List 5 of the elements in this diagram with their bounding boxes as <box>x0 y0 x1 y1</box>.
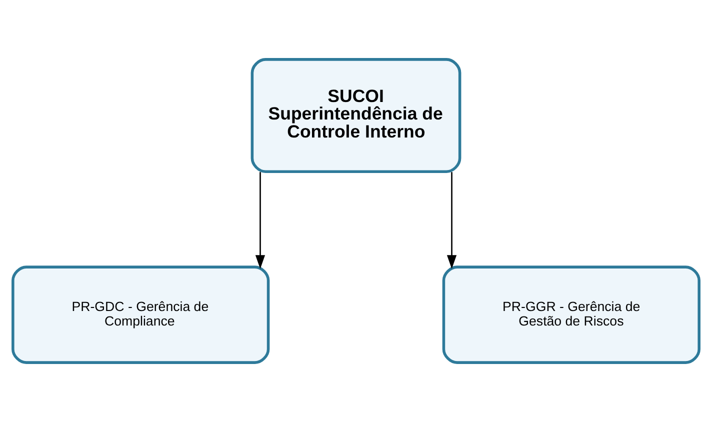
node-box: PR-GDC - Gerência de Compliance <box>12 266 270 364</box>
node-box: PR-GGR - Gerência de Gestão de Riscos <box>442 266 700 364</box>
arrow <box>255 172 266 269</box>
node-box: SUCOI Superintendência de Controle Interno <box>250 58 462 173</box>
arrow <box>446 172 457 269</box>
